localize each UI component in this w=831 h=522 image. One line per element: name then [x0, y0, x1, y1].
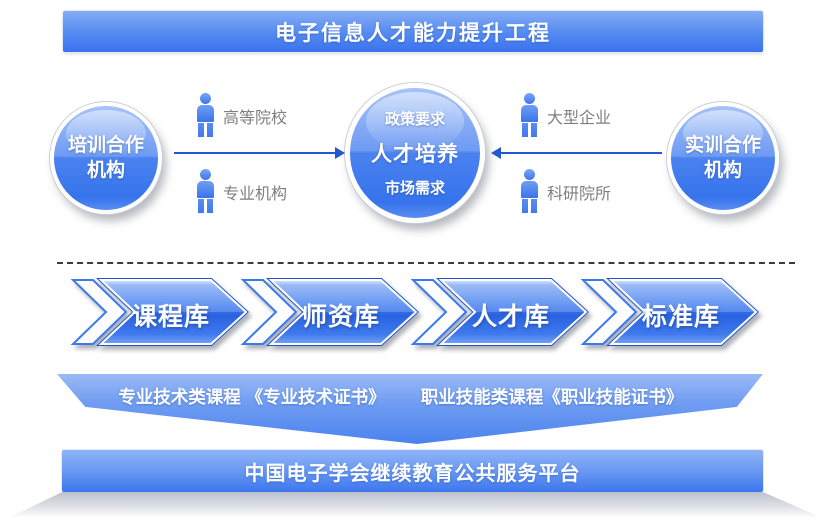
talent-cultivation-circle: 政策要求 人才培养 市场需求 [345, 83, 485, 223]
training-partner-line1: 培训合作 [67, 135, 144, 156]
library-course: 课程库 [70, 276, 256, 354]
library-teachers-label: 师资库 [301, 303, 380, 331]
talent-cultivation-label: 人才培养 [371, 143, 459, 166]
actor-professional-orgs-label: 专业机构 [223, 185, 288, 203]
training-partner-line2: 机构 [86, 160, 125, 181]
funnel-right-text: 职业技能类课程《职业技能证书》 [420, 387, 684, 407]
library-standards: 标准库 [580, 276, 766, 354]
chevron-arrow-shape [580, 278, 759, 346]
library-course-label: 课程库 [131, 303, 210, 331]
person-icon [197, 169, 214, 214]
person-icon [521, 93, 538, 138]
person-icon [521, 169, 538, 214]
actor-universities-label: 高等院校 [223, 109, 288, 127]
dashed-divider [57, 262, 795, 264]
actor-large-enterprises: 大型企业 [521, 93, 611, 138]
practice-partner-line1: 实训合作 [684, 135, 761, 156]
practice-partner-circle: 实训合作 机构 [667, 102, 779, 214]
library-talent-label: 人才库 [471, 303, 550, 331]
actor-research-institutes: 科研院所 [521, 169, 611, 214]
funnel-left-text: 专业技术类课程 《专业技术证书》 [118, 387, 386, 407]
library-talent: 人才库 [410, 276, 596, 354]
actor-research-institutes-label: 科研院所 [547, 185, 612, 203]
actor-professional-orgs: 专业机构 [197, 169, 287, 214]
left-arrow-connector [174, 147, 345, 159]
actor-universities: 高等院校 [197, 93, 287, 138]
policy-demand-label: 政策要求 [384, 111, 445, 128]
person-icon [197, 93, 214, 138]
chevron-arrow-shape [70, 278, 249, 346]
library-teachers: 师资库 [240, 276, 426, 354]
platform-banner-label: 中国电子学会继续教育公共服务平台 [244, 462, 581, 485]
pedestal-base [8, 492, 823, 518]
platform-banner: 中国电子学会继续教育公共服务平台 [62, 450, 763, 492]
chevron-arrow-shape [410, 278, 589, 346]
right-arrow-connector [491, 147, 662, 159]
practice-partner-line2: 机构 [703, 160, 742, 181]
actor-large-enterprises-label: 大型企业 [547, 109, 612, 127]
title-banner: 电子信息人才能力提升工程 [63, 11, 763, 52]
title-banner-label: 电子信息人才能力提升工程 [275, 21, 551, 45]
chevron-arrow-shape [240, 278, 419, 346]
training-partner-circle: 培训合作 机构 [50, 102, 162, 214]
certificate-funnel: 专业技术类课程 《专业技术证书》 职业技能类课程《职业技能证书》 [57, 374, 763, 444]
market-demand-label: 市场需求 [384, 180, 445, 197]
library-standards-label: 标准库 [641, 303, 720, 331]
